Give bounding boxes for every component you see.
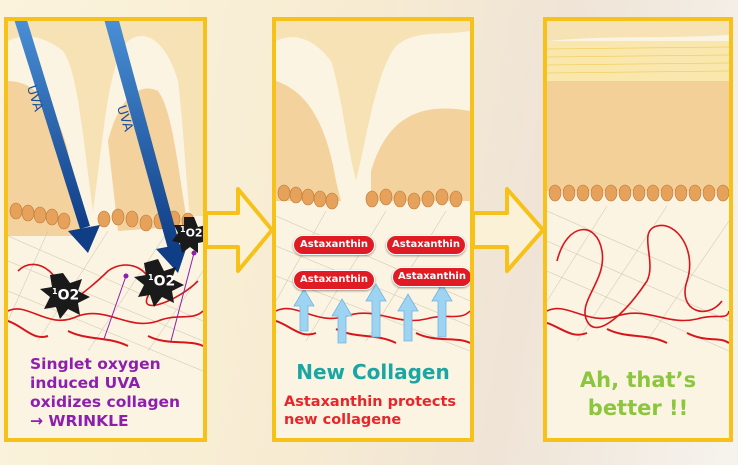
singlet-oxygen-label-1: 1O2	[52, 287, 80, 304]
skin-illustration-2	[276, 21, 470, 438]
oxygen-burst-2	[134, 259, 184, 307]
astaxanthin-pill-4: Astaxanthin	[392, 267, 470, 287]
skin-illustration-3	[547, 21, 729, 438]
singlet-oxygen-label-2: 1O2	[148, 273, 176, 290]
new-collagen-title: New Collagen	[296, 360, 450, 384]
skin-illustration-1	[8, 21, 203, 438]
oxygen-burst-1	[40, 273, 90, 319]
result-caption: Ah, that’s better !!	[579, 368, 697, 420]
panel-result: Ah, that’s better !!	[543, 17, 733, 442]
wrinkle-caption: Singlet oxygen induced UVA oxidizes coll…	[30, 355, 181, 430]
step-arrow-2	[471, 187, 545, 273]
astaxanthin-pill-3: Astaxanthin	[293, 270, 375, 290]
protection-caption: Astaxanthin protects new collagene	[284, 394, 457, 428]
uva-arrow-left	[14, 21, 100, 253]
uva-arrow-right	[104, 21, 188, 273]
astaxanthin-pill-2: Astaxanthin	[386, 235, 466, 255]
astaxanthin-pill-1: Astaxanthin	[293, 235, 375, 255]
collagen-growth-arrows	[293, 283, 453, 344]
oxygen-burst-3	[172, 217, 203, 253]
panel-protection: Astaxanthin Astaxanthin Astaxanthin Asta…	[272, 17, 474, 442]
panel-wrinkle: UVA UVA 1O2 1O2 1O2 Singlet oxygen induc…	[4, 17, 207, 442]
singlet-oxygen-label-3: 1O2	[180, 225, 203, 240]
step-arrow-1	[204, 187, 274, 273]
